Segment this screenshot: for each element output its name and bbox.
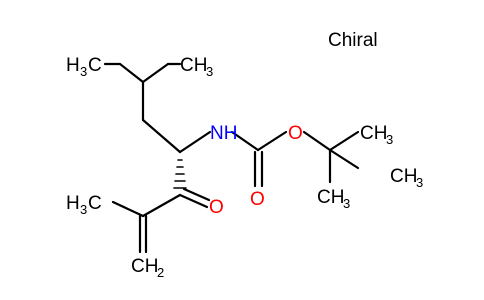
- atom-subscript: 3: [386, 132, 393, 147]
- bond: [256, 130, 288, 152]
- atom-ch3-left: H 3 C: [66, 193, 102, 217]
- atom-nh: NH: [210, 123, 237, 144]
- bond: [328, 130, 360, 152]
- atom-ch3-tbu-top: CH 3: [360, 123, 393, 147]
- atom-text: H: [66, 193, 80, 214]
- atom-o-ketone: O: [209, 197, 224, 218]
- atom-subscript: 3: [80, 64, 87, 79]
- bond: [178, 130, 212, 154]
- atom-ch3-tbu-right: CH 3: [390, 166, 423, 190]
- atom-text: H: [66, 55, 80, 76]
- atom-ch3-tbu-bottom: CH 3: [317, 187, 350, 211]
- atom-text: CH: [360, 123, 387, 144]
- atom-text: CH: [390, 166, 417, 187]
- bond: [328, 148, 360, 170]
- bond: [302, 130, 332, 152]
- bond: [182, 187, 211, 202]
- chiral-label: Chiral: [328, 30, 378, 51]
- atom-text: C: [88, 55, 102, 76]
- bond: [141, 62, 170, 84]
- atom-o-carbamate-carbonyl: O: [250, 189, 265, 210]
- atom-subscript: 3: [416, 175, 423, 190]
- bond: [141, 118, 182, 154]
- atom-o-ester: O: [288, 123, 303, 144]
- atom-subscript: 3: [80, 202, 87, 217]
- atom-text: CH: [131, 256, 158, 277]
- atom-text: CH: [180, 55, 207, 76]
- atom-ch3-top-left: H 3 C: [66, 55, 102, 79]
- bond: [141, 193, 182, 218]
- atom-text: CH: [317, 187, 344, 208]
- atom-subscript: 3: [206, 64, 213, 79]
- bond: [111, 200, 145, 218]
- atom-text: C: [88, 193, 102, 214]
- atom-subscript: 3: [343, 196, 350, 211]
- atom-subscript: 2: [157, 265, 164, 280]
- bonds: [103, 62, 360, 254]
- hashed-wedge-bond: [173, 159, 187, 189]
- bond: [178, 193, 209, 209]
- bond: [118, 62, 145, 84]
- atom-ch3-top-right: CH 3: [180, 55, 213, 79]
- bond: [230, 130, 260, 152]
- atom-ch2: CH 2: [131, 256, 164, 280]
